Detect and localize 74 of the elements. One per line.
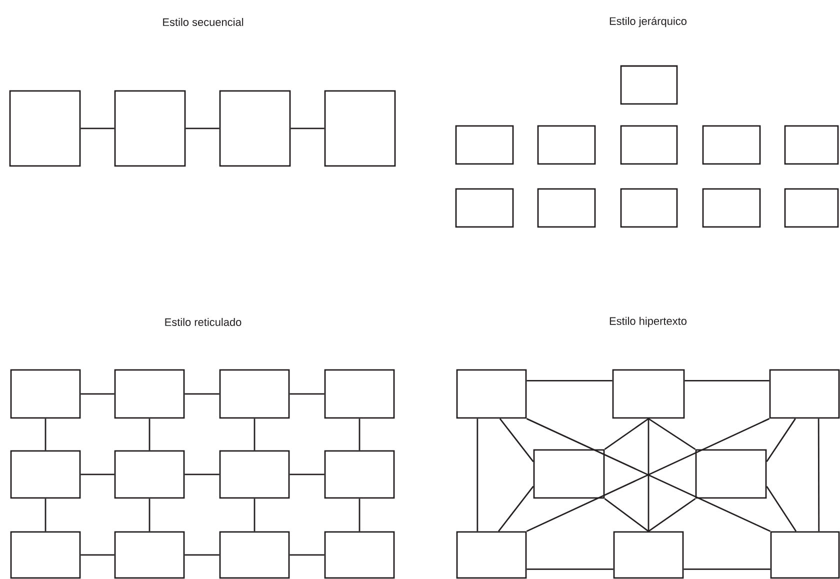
section-title: Estilo jerárquico bbox=[610, 16, 686, 28]
empty-box bbox=[456, 531, 527, 579]
empty-box bbox=[612, 369, 685, 419]
connector-line bbox=[80, 128, 114, 130]
empty-box bbox=[114, 450, 185, 499]
connector-line bbox=[186, 128, 220, 130]
connector-line bbox=[184, 554, 220, 556]
empty-box bbox=[769, 369, 840, 419]
connector-line bbox=[604, 418, 649, 450]
section-title: Estilo reticulado bbox=[165, 318, 242, 326]
section-title: Estilo secuencial bbox=[163, 18, 244, 26]
empty-box bbox=[219, 450, 290, 499]
empty-box bbox=[324, 450, 395, 499]
connector-line bbox=[80, 393, 114, 395]
connector-line bbox=[80, 554, 114, 556]
empty-box bbox=[10, 369, 81, 419]
connector-line bbox=[290, 393, 324, 395]
connector-line bbox=[148, 418, 150, 450]
empty-box bbox=[455, 188, 514, 228]
connector-line bbox=[290, 128, 324, 130]
empty-box bbox=[784, 125, 839, 165]
connector-line bbox=[684, 380, 770, 382]
empty-box bbox=[114, 369, 185, 419]
connector-line bbox=[648, 418, 650, 532]
empty-box bbox=[324, 531, 395, 579]
connector-line bbox=[44, 418, 46, 450]
connector-line bbox=[526, 568, 614, 570]
empty-box bbox=[620, 188, 678, 228]
connector-line bbox=[498, 486, 534, 532]
empty-box bbox=[219, 90, 291, 167]
connector-line bbox=[766, 486, 797, 532]
empty-box bbox=[10, 531, 81, 579]
empty-box bbox=[219, 369, 290, 419]
empty-box bbox=[324, 369, 395, 419]
connector-line bbox=[184, 474, 220, 476]
empty-box bbox=[219, 531, 290, 579]
empty-box bbox=[620, 125, 678, 165]
empty-box bbox=[613, 531, 684, 579]
connector-line bbox=[766, 418, 796, 462]
connector-line bbox=[358, 498, 360, 532]
connector-line bbox=[476, 418, 478, 532]
connector-line bbox=[499, 418, 534, 462]
empty-box bbox=[702, 188, 761, 228]
empty-box bbox=[533, 449, 605, 499]
connector-line bbox=[818, 418, 820, 532]
connector-line bbox=[148, 498, 150, 532]
connector-line bbox=[604, 498, 649, 532]
connector-line bbox=[358, 418, 360, 450]
connector-line bbox=[184, 393, 220, 395]
connector-line bbox=[648, 418, 696, 450]
connector-line bbox=[254, 418, 256, 450]
empty-box bbox=[455, 125, 514, 165]
empty-box bbox=[695, 449, 767, 499]
connector-line bbox=[290, 554, 324, 556]
empty-box bbox=[784, 188, 839, 228]
empty-box bbox=[456, 369, 527, 419]
empty-box bbox=[620, 65, 678, 105]
empty-box bbox=[324, 90, 396, 167]
empty-box bbox=[10, 450, 81, 499]
empty-box bbox=[537, 188, 596, 228]
section-title: Estilo hipertexto bbox=[610, 316, 686, 328]
empty-box bbox=[702, 125, 761, 165]
connector-line bbox=[648, 498, 696, 532]
empty-box bbox=[537, 125, 596, 165]
connector-line bbox=[80, 474, 114, 476]
empty-box bbox=[114, 531, 185, 579]
connector-line bbox=[44, 498, 46, 532]
connector-line bbox=[290, 474, 324, 476]
empty-box bbox=[9, 90, 81, 167]
connector-line bbox=[526, 380, 612, 382]
empty-box bbox=[770, 531, 840, 579]
connector-line bbox=[254, 498, 256, 532]
connector-line bbox=[684, 568, 770, 570]
empty-box bbox=[114, 90, 186, 167]
